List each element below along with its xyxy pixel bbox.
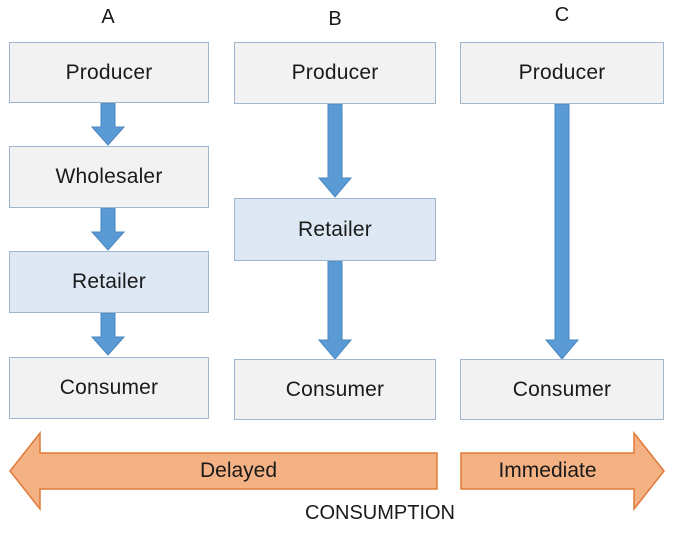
box-c-consumer: Consumer	[460, 359, 664, 420]
arrow-b-retailer-to-consumer	[317, 260, 353, 360]
column-c-letter: C	[554, 4, 570, 26]
box-c-producer: Producer	[460, 42, 664, 104]
box-a-producer: Producer	[9, 42, 209, 103]
arrow-b-producer-to-retailer	[317, 103, 353, 198]
delayed-arrow	[9, 430, 438, 512]
delayed-label: Delayed	[199, 459, 278, 482]
box-a-wholesaler: Wholesaler	[9, 146, 209, 208]
box-b-producer: Producer	[234, 42, 436, 104]
arrow-a-wholesaler-to-retailer	[90, 207, 126, 251]
box-a-consumer: Consumer	[9, 357, 209, 419]
arrow-a-producer-to-wholesaler	[90, 102, 126, 146]
consumption-caption: CONSUMPTION	[305, 502, 455, 524]
column-b-letter: B	[328, 8, 342, 30]
immediate-arrow	[460, 430, 665, 512]
arrow-c-producer-to-consumer	[544, 103, 580, 360]
column-a-letter: A	[101, 6, 115, 28]
box-a-retailer: Retailer	[9, 251, 209, 313]
immediate-label: Immediate	[498, 459, 597, 482]
arrow-a-retailer-to-consumer	[90, 312, 126, 356]
box-b-retailer: Retailer	[234, 198, 436, 261]
box-b-consumer: Consumer	[234, 359, 436, 420]
